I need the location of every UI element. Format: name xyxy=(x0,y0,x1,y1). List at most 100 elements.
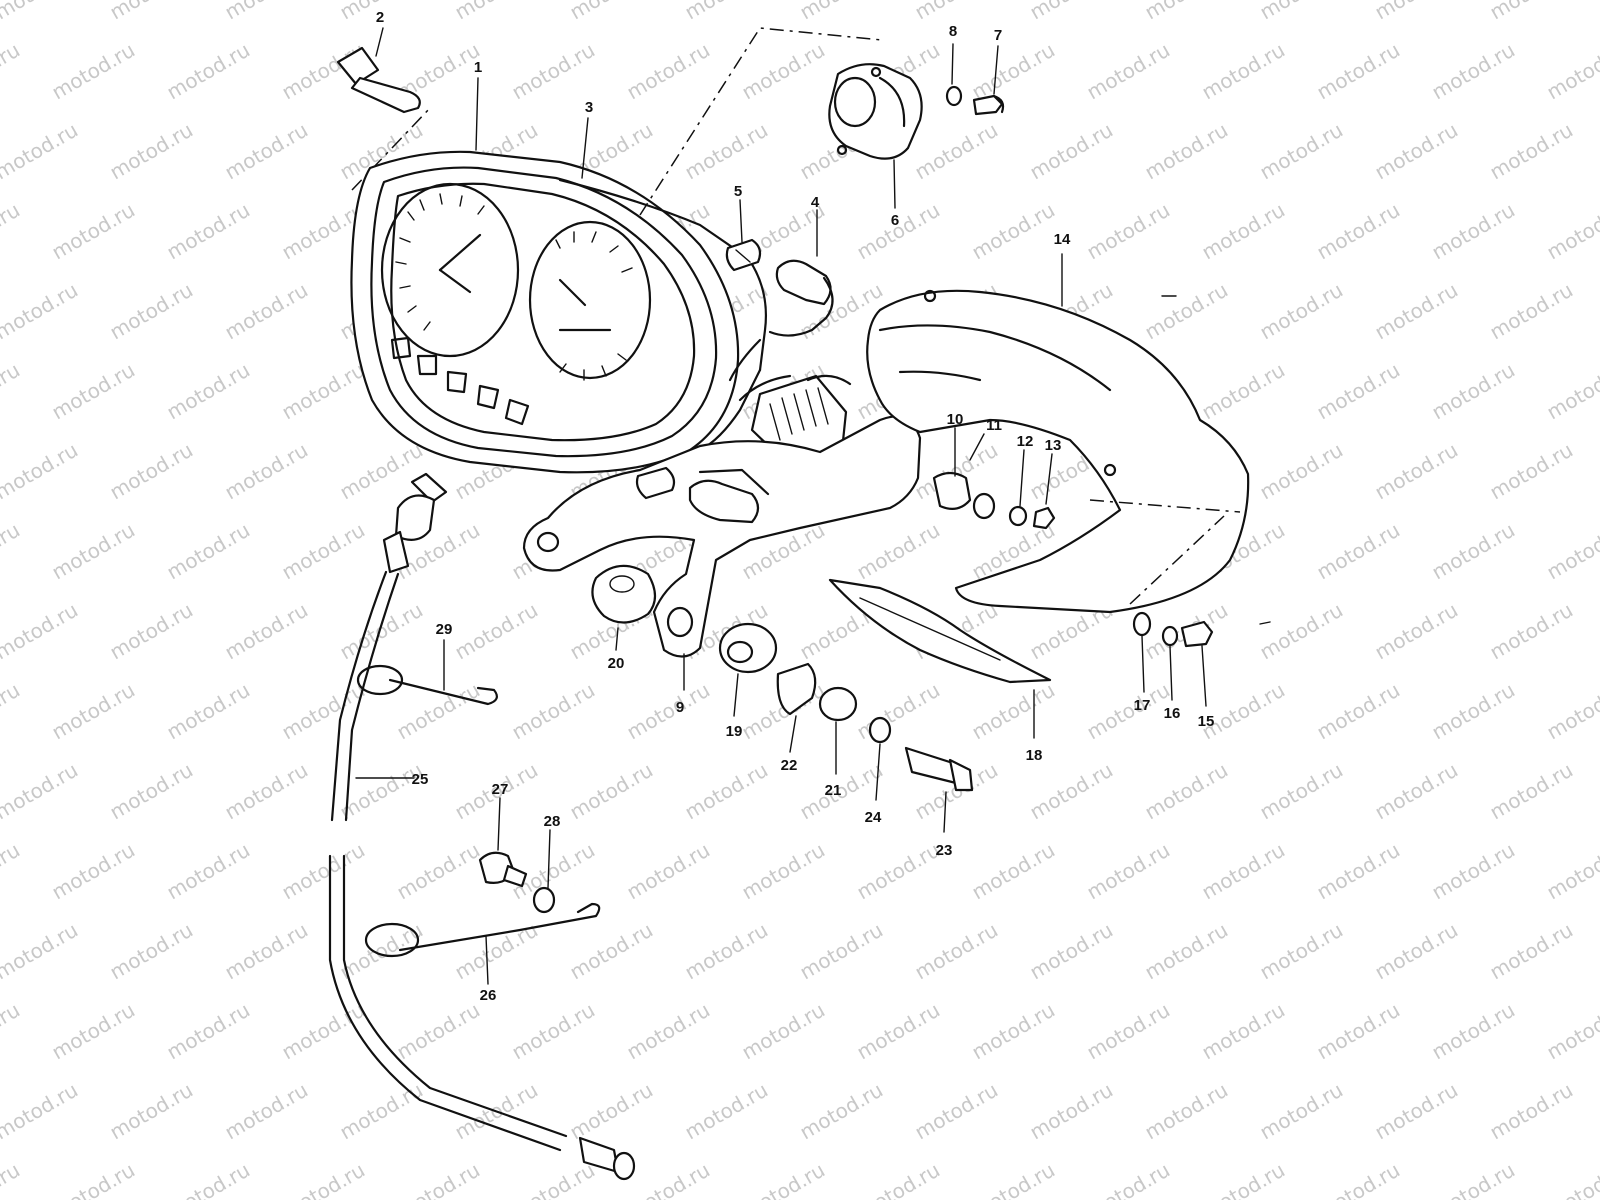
part-19-grommet xyxy=(718,622,778,674)
watermark-text: motod.ru xyxy=(106,278,197,345)
leader-lines xyxy=(355,27,1271,985)
watermark-text: motod.ru xyxy=(0,918,82,985)
watermark-text: motod.ru xyxy=(1428,678,1519,745)
watermark-text: motod.ru xyxy=(1083,998,1174,1065)
watermark-text: motod.ru xyxy=(796,1078,887,1145)
watermark-text: motod.ru xyxy=(1428,198,1519,265)
watermark-text: motod.ru xyxy=(48,518,139,585)
watermark-text: motod.ru xyxy=(1026,0,1117,24)
watermark-text: motod.ru xyxy=(1026,1078,1117,1145)
watermark-text: motod.ru xyxy=(106,918,197,985)
watermark-text: motod.ru xyxy=(48,38,139,105)
watermark-text: motod.ru xyxy=(336,438,427,505)
watermark-text: motod.ru xyxy=(738,998,829,1065)
part-29-clamp xyxy=(356,664,498,706)
callout-13: 13 xyxy=(1045,437,1062,454)
watermark-text: motod.ru xyxy=(221,118,312,185)
watermark-text: motod.ru xyxy=(1543,518,1600,585)
watermark-text: motod.ru xyxy=(968,838,1059,905)
watermark-text: motod.ru xyxy=(911,118,1002,185)
watermark-text: motod.ru xyxy=(1083,678,1174,745)
watermark-text: motod.ru xyxy=(106,438,197,505)
watermark-text: motod.ru xyxy=(221,1078,312,1145)
watermark-text: motod.ru xyxy=(1198,38,1289,105)
watermark-text: motod.ru xyxy=(1313,998,1404,1065)
watermark-text: motod.ru xyxy=(968,1158,1059,1200)
watermark-text: motod.ru xyxy=(221,438,312,505)
watermark-text: motod.ru xyxy=(221,758,312,825)
watermark-text: motod.ru xyxy=(163,1158,254,1200)
watermark-text: motod.ru xyxy=(1256,918,1347,985)
watermark-text: motod.ru xyxy=(1256,1078,1347,1145)
callout-6: 6 xyxy=(891,212,899,229)
part-26-clamp xyxy=(364,902,601,958)
watermark-text: motod.ru xyxy=(48,678,139,745)
watermark-text: motod.ru xyxy=(393,1158,484,1200)
watermark-text: motod.ru xyxy=(163,838,254,905)
watermark-text: motod.ru xyxy=(681,0,772,24)
watermark-text: motod.ru xyxy=(796,0,887,24)
watermark-text: motod.ru xyxy=(508,38,599,105)
part-9-bracket xyxy=(522,415,922,658)
watermark-text: motod.ru xyxy=(508,678,599,745)
watermark-text: motod.ru xyxy=(1371,918,1462,985)
watermark-text: motod.ru xyxy=(508,1158,599,1200)
watermark-text: motod.ru xyxy=(0,758,82,825)
watermark-text: motod.ru xyxy=(968,38,1059,105)
watermark-text: motod.ru xyxy=(968,198,1059,265)
watermark-text: motod.ru xyxy=(1371,278,1462,345)
watermark-text: motod.ru xyxy=(1198,678,1289,745)
watermark-text: motod.ru xyxy=(163,678,254,745)
part-25-cable xyxy=(328,472,636,1181)
watermark-text: motod.ru xyxy=(1371,758,1462,825)
watermark-text: motod.ru xyxy=(1428,38,1519,105)
part-12-washer xyxy=(1008,505,1028,527)
part-20-grommet xyxy=(591,564,657,624)
watermark-text: motod.ru xyxy=(1543,38,1600,105)
watermark-text: motod.ru xyxy=(968,998,1059,1065)
callout-23: 23 xyxy=(936,842,953,859)
watermark-text: motod.ru xyxy=(0,1078,82,1145)
watermark-text: motod.ru xyxy=(0,838,24,905)
watermark-text: motod.ru xyxy=(106,598,197,665)
watermark-text: motod.ru xyxy=(1543,838,1600,905)
watermark-text: motod.ru xyxy=(1256,278,1347,345)
watermark-text: motod.ru xyxy=(48,1158,139,1200)
watermark-text: motod.ru xyxy=(1486,438,1577,505)
callout-12: 12 xyxy=(1017,433,1034,450)
watermark-text: motod.ru xyxy=(0,278,82,345)
watermark-text: motod.ru xyxy=(1141,758,1232,825)
watermark-text: motod.ru xyxy=(0,198,24,265)
callout-21: 21 xyxy=(825,782,842,799)
part-27-screw xyxy=(478,851,528,888)
watermark-text: motod.ru xyxy=(681,118,772,185)
watermark-text: motod.ru xyxy=(0,598,82,665)
watermark-text: motod.ru xyxy=(278,518,369,585)
watermark-text: motod.ru xyxy=(853,678,944,745)
callout-7: 7 xyxy=(994,27,1002,44)
part-14-meter-cover xyxy=(866,289,1250,614)
watermark-text: motod.ru xyxy=(221,0,312,24)
callout-20: 20 xyxy=(608,655,625,672)
lower-bulb-sockets xyxy=(635,466,760,524)
watermark-text: motod.ru xyxy=(623,38,714,105)
watermark-text: motod.ru xyxy=(566,918,657,985)
watermark-text: motod.ru xyxy=(106,758,197,825)
watermark-text: motod.ru xyxy=(1141,278,1232,345)
watermark-text: motod.ru xyxy=(163,38,254,105)
watermark-text: motod.ru xyxy=(1428,358,1519,425)
callout-29: 29 xyxy=(436,621,453,638)
watermark-text: motod.ru xyxy=(1256,758,1347,825)
watermark-text: motod.ru xyxy=(1256,0,1347,24)
watermark-text: motod.ru xyxy=(968,678,1059,745)
part-24-washer xyxy=(868,716,892,744)
part-13-nut xyxy=(1032,506,1056,530)
watermark-text: motod.ru xyxy=(163,998,254,1065)
watermark-text: motod.ru xyxy=(681,758,772,825)
watermark-text: motod.ru xyxy=(393,998,484,1065)
watermark-text: motod.ru xyxy=(1083,1158,1174,1200)
watermark-text: motod.ru xyxy=(1371,0,1462,24)
watermark-text: motod.ru xyxy=(278,838,369,905)
watermark-text: motod.ru xyxy=(393,678,484,745)
watermark-text: motod.ru xyxy=(681,918,772,985)
